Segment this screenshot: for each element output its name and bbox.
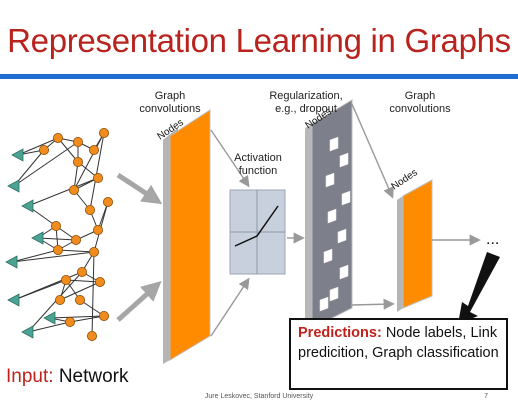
network-triangle-node <box>7 179 20 193</box>
predictions-heading: Predictions: <box>298 325 382 341</box>
network-circle-node <box>53 132 64 143</box>
footer-credit: Jure Leskovec, Stanford University <box>204 393 314 400</box>
activation-function-box <box>229 189 286 275</box>
network-nodes <box>5 127 114 341</box>
network-edge <box>89 132 105 211</box>
network-edge <box>27 271 83 333</box>
network-circle-node <box>69 184 80 195</box>
dropout-layer <box>305 99 353 332</box>
dropout-hole <box>339 152 349 168</box>
page-number: 7 <box>484 393 488 400</box>
network-edge <box>11 249 59 263</box>
flow-arrows <box>210 103 481 337</box>
input-arrow-bottom <box>116 280 162 322</box>
network-circle-node <box>51 220 62 231</box>
graph-conv-label-2: Graph convolutions <box>389 90 451 115</box>
predictions-text: Node labels, Link predicition, Graph cla… <box>298 325 499 361</box>
network-circle-node <box>87 330 98 341</box>
input-arrow-top <box>116 172 163 205</box>
network-edges <box>11 132 109 337</box>
dropout-hole <box>339 264 349 280</box>
network-triangle-node <box>21 199 34 213</box>
network-circle-node <box>89 246 100 257</box>
network-circle-node <box>89 144 100 155</box>
graph-conv-layer-1 <box>163 109 211 364</box>
predictions-arrow <box>458 252 500 324</box>
network-circle-node <box>71 234 82 245</box>
network-circle-node <box>77 266 88 277</box>
title-underline <box>0 74 518 79</box>
input-label-prefix: Input: <box>6 366 54 387</box>
network-circle-node <box>93 172 104 183</box>
network-edge <box>11 251 95 263</box>
activation-label: Activation function <box>234 152 282 177</box>
network-triangle-node <box>5 255 18 269</box>
network-circle-node <box>99 310 110 321</box>
network-circle-node <box>65 316 76 327</box>
network-circle-node <box>53 244 64 255</box>
network-circle-node <box>99 127 110 138</box>
network-edge <box>27 177 99 207</box>
network-triangle-node <box>11 148 24 162</box>
network-circle-node <box>103 196 114 207</box>
network-triangle-node <box>43 311 56 325</box>
network-edge <box>13 271 83 301</box>
network-edge <box>49 315 105 319</box>
network-edge <box>57 137 79 163</box>
dropout-hole <box>341 190 351 206</box>
network-edge <box>91 251 95 337</box>
network-triangle-node <box>7 293 20 307</box>
network-edge <box>65 279 101 283</box>
network-triangle-node <box>31 231 44 245</box>
ellipsis-text: ... <box>486 231 499 248</box>
network-circle-node <box>75 294 86 305</box>
input-label: Input: Network <box>6 366 129 388</box>
network-triangle-node <box>21 325 34 339</box>
network-edge <box>17 137 59 156</box>
dropout-hole <box>323 248 333 264</box>
network-edge <box>69 315 105 323</box>
dropout-hole <box>327 208 337 224</box>
network-circle-node <box>73 136 84 147</box>
dropout-hole <box>337 228 347 244</box>
network-edge <box>57 249 95 253</box>
network-circle-node <box>55 294 66 305</box>
slide-title: Representation Learning in Graphs <box>7 22 511 59</box>
network-circle-node <box>85 204 96 215</box>
dropout-hole <box>325 172 335 188</box>
network-circle-node <box>93 224 104 235</box>
graph-conv-layer-2 <box>397 179 433 312</box>
network-edge <box>27 321 71 333</box>
network-circle-node <box>73 156 84 167</box>
dropout-hole <box>319 296 329 312</box>
nodes-label-3: Nodes <box>390 167 420 192</box>
graph-conv-label-1: Graph convolutions <box>139 90 201 115</box>
dropout-hole <box>329 136 339 152</box>
network-circle-node <box>39 144 50 155</box>
input-label-text: Network <box>58 366 129 387</box>
dropout-hole <box>329 286 339 302</box>
network-edge <box>73 132 105 191</box>
network-circle-node <box>61 274 72 285</box>
predictions-box: Predictions: Node labels, Link prediciti… <box>289 318 508 390</box>
network-circle-node <box>95 276 106 287</box>
regularization-label: Regularization, e.g., dropout <box>269 90 343 115</box>
